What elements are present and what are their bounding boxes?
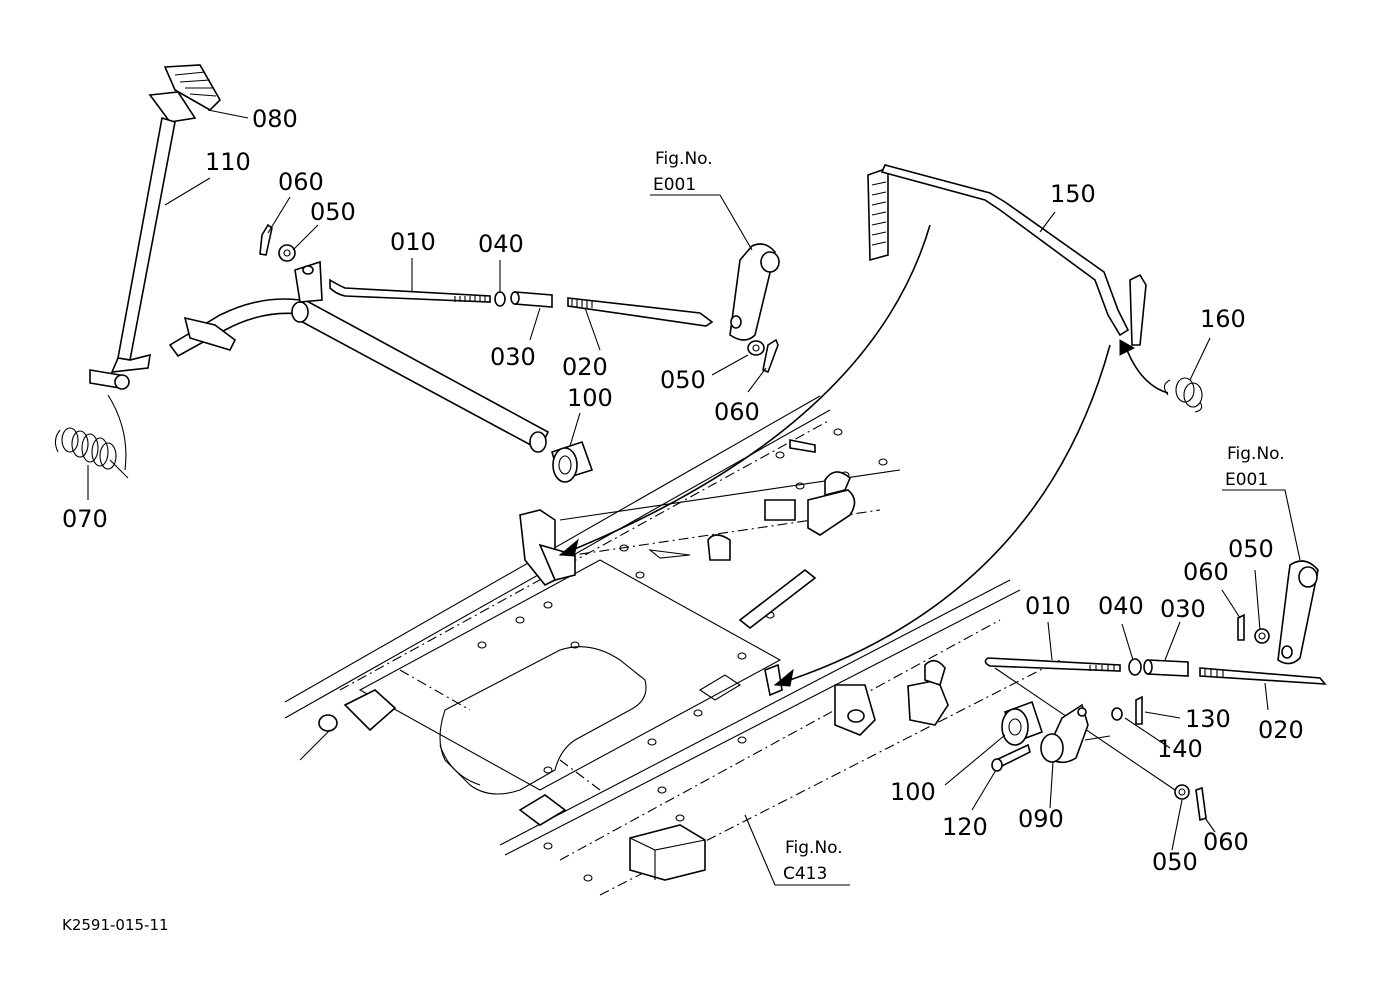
- leader-lines: [87, 109, 1301, 886]
- callout-060: 060: [278, 168, 324, 196]
- callout-110: 110: [205, 148, 251, 176]
- right-rod-assembly: [984, 560, 1327, 822]
- callout-150: 150: [1050, 180, 1096, 208]
- callout-labels: 080 110 060 050 010 040 030 020 050 060 …: [62, 105, 1304, 876]
- callout-010: 010: [390, 228, 436, 256]
- fig-ref-e001-right-line1: Fig.No.: [1227, 444, 1285, 464]
- callout-030: 030: [1160, 595, 1206, 623]
- fig-ref-c413-line2: C413: [783, 864, 827, 884]
- callout-030: 030: [490, 343, 536, 371]
- fig-ref-e001-top-line1: Fig.No.: [655, 149, 713, 169]
- parking-lever-assembly: [558, 164, 1203, 687]
- callout-100: 100: [567, 384, 613, 412]
- callout-130: 130: [1185, 705, 1231, 733]
- callout-050: 050: [310, 198, 356, 226]
- callout-070: 070: [62, 505, 108, 533]
- callout-090: 090: [1018, 805, 1064, 833]
- callout-100: 100: [890, 778, 936, 806]
- chassis-frame: [284, 395, 1061, 896]
- callout-060: 060: [1183, 558, 1229, 586]
- callout-060: 060: [1203, 828, 1249, 856]
- callout-080: 080: [252, 105, 298, 133]
- callout-060: 060: [714, 398, 760, 426]
- callout-160: 160: [1200, 305, 1246, 333]
- callout-040: 040: [1098, 592, 1144, 620]
- callout-050: 050: [1228, 535, 1274, 563]
- fig-ref-c413-line1: Fig.No.: [785, 838, 843, 858]
- figure-references: Fig.No. E001 Fig.No. E001 Fig.No. C413: [653, 149, 1285, 884]
- left-rod-assembly: [259, 223, 780, 374]
- callout-020: 020: [562, 353, 608, 381]
- brake-pedal-assembly: [54, 64, 594, 483]
- callout-120: 120: [942, 813, 988, 841]
- callout-040: 040: [478, 230, 524, 258]
- fig-ref-e001-top-line2: E001: [653, 175, 696, 195]
- callout-050: 050: [660, 366, 706, 394]
- callout-020: 020: [1258, 716, 1304, 744]
- callout-050: 050: [1152, 848, 1198, 876]
- fig-ref-e001-right-line2: E001: [1225, 470, 1268, 490]
- diagram-code: K2591-015-11: [62, 916, 169, 934]
- callout-140: 140: [1157, 735, 1203, 763]
- callout-010: 010: [1025, 592, 1071, 620]
